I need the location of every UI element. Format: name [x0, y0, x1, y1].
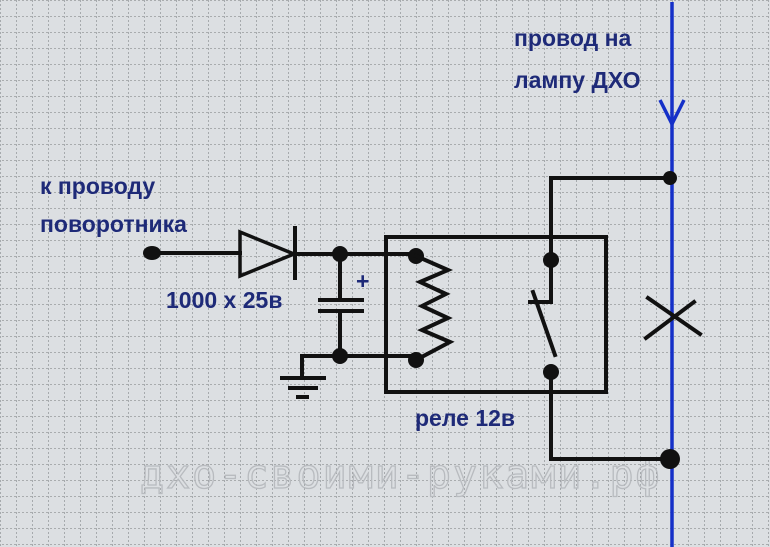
junction-node: [660, 449, 680, 469]
dro-wire-label-line2: лампу ДХО: [514, 67, 641, 93]
ground: [280, 354, 418, 399]
dro-wire-label-line1: провод на: [514, 25, 631, 51]
turn-signal-label-line1: к проводу: [40, 173, 155, 199]
capacitor-label: 1000 х 25в: [166, 287, 282, 313]
turn-signal-label-line2: поворотника: [40, 211, 187, 237]
capacitor-polarity-label: +: [356, 268, 369, 294]
input-wire: [143, 246, 242, 260]
wire-break-mark: [643, 295, 703, 341]
relay-switch: [528, 176, 559, 461]
relay-coil: [408, 248, 455, 368]
relay-housing: [384, 235, 608, 394]
relay-label: реле 12в: [415, 405, 515, 431]
junction-node: [663, 171, 677, 185]
